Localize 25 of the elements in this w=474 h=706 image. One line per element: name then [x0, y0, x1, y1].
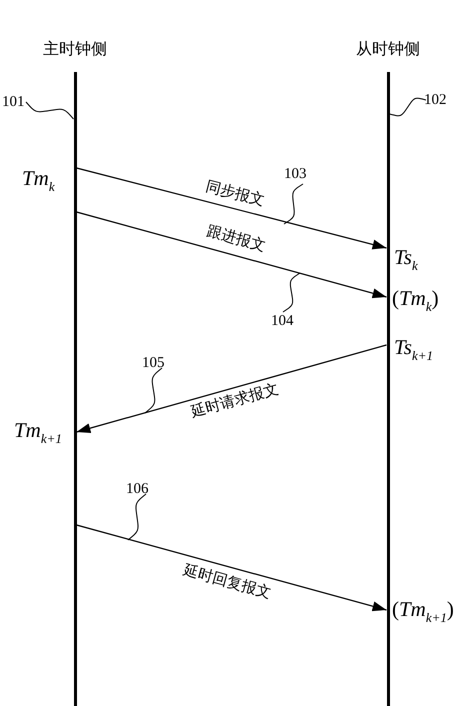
leader-line — [128, 494, 146, 540]
lifeline-heading: 从时钟侧 — [356, 41, 420, 59]
message-arrow — [76, 524, 387, 612]
message-arrow — [76, 344, 387, 434]
timestamp-label: Ts$_{k}$ — [394, 245, 418, 275]
timestamp-label: (Tm$_{k}$) — [392, 286, 439, 316]
leader-line — [389, 98, 426, 116]
callout-number: 106 — [126, 481, 148, 497]
timestamp-label: (Tm$_{k+1}$) — [392, 597, 454, 627]
leader-line — [282, 272, 300, 312]
timestamp-label: Tm$_{k}$ — [22, 166, 55, 196]
callout-number: 103 — [284, 166, 306, 182]
message-arrow — [76, 167, 387, 250]
callout-number: 105 — [142, 355, 164, 371]
leader-line — [144, 368, 162, 414]
leader-line — [284, 184, 304, 224]
message-arrow — [76, 211, 387, 298]
callout-number: 104 — [271, 313, 294, 329]
timestamp-label: Tm$_{k+1}$ — [14, 418, 62, 448]
leader-line — [26, 102, 74, 120]
callout-number: 101 — [2, 94, 24, 110]
timestamp-label: Ts$_{k+1}$ — [394, 335, 433, 365]
lifeline-heading: 主时钟侧 — [43, 41, 107, 59]
callout-number: 102 — [424, 92, 446, 108]
message-label: 跟进报文 — [204, 222, 268, 256]
